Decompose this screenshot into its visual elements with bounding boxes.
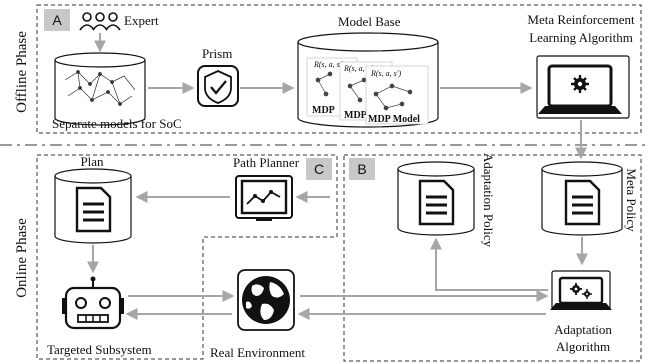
document-icon — [418, 179, 455, 226]
prism-shield-icon — [197, 65, 239, 107]
section-a-tag — [44, 9, 70, 31]
section-a-box — [36, 4, 642, 134]
svg-text:MDP Model: MDP Model — [368, 114, 420, 125]
graph-sketch-icon — [64, 70, 136, 106]
adaptation-policy-cylinder — [397, 161, 475, 236]
globe-icon — [237, 269, 295, 331]
plan-label: Plan — [80, 154, 104, 169]
laptop-gears-icon — [550, 270, 612, 310]
adaptation-algorithm-label-line1: Adaptation — [554, 322, 612, 337]
meta-rl-label-line1: Meta Reinforcement — [527, 12, 635, 27]
svg-text:R(s, a, s′): R(s, a, s′) — [343, 64, 375, 73]
plan-cylinder — [54, 168, 132, 244]
svg-text:R(s, a, s′): R(s, a, s′) — [313, 60, 345, 69]
meta-rl-label-line2: Learning Algorithm — [529, 30, 633, 45]
separate-models-cylinder — [54, 52, 146, 126]
expert-label: Expert — [124, 13, 159, 28]
targeted-subsystem-label: Targeted Subsystem — [47, 342, 152, 357]
section-c-label: C — [314, 161, 324, 177]
section-c-tag — [306, 158, 332, 180]
document-icon — [75, 186, 112, 233]
svg-text:R(s, a, s′): R(s, a, s′) — [370, 69, 402, 78]
model-base-label: Model Base — [338, 14, 401, 29]
section-a-label: A — [52, 12, 62, 28]
robot-icon — [62, 276, 124, 330]
svg-text:MDP: MDP — [344, 110, 367, 121]
section-b-tag — [349, 158, 375, 180]
adaptation-algorithm-label-line2: Algorithm — [556, 339, 610, 354]
offline-phase-label: Offline Phase — [14, 31, 30, 113]
prism-label: Prism — [202, 46, 232, 61]
expert-icon — [79, 12, 121, 31]
adaptation-policy-label: Adaptation Policy — [481, 153, 496, 248]
document-icon — [564, 179, 601, 226]
real-environment-label: Real Environment — [210, 345, 305, 360]
meta-policy-label: Meta Policy — [624, 168, 639, 232]
svg-text:MDP: MDP — [312, 105, 335, 116]
path-planner-label: Path Planner — [233, 155, 300, 170]
separate-models-label: Separate models for SoC — [52, 116, 182, 131]
path-planner-monitor-icon — [235, 175, 293, 221]
arrow-adaptalg-adaptpolicy — [430, 237, 548, 291]
laptop-gear-icon — [536, 55, 630, 119]
section-b-label: B — [357, 161, 366, 177]
section-b-box — [343, 154, 642, 362]
online-phase-label: Online Phase — [14, 218, 30, 298]
mdp-card-3: R(s, a, s′) MDP Model — [365, 65, 429, 125]
meta-policy-cylinder — [541, 161, 623, 236]
